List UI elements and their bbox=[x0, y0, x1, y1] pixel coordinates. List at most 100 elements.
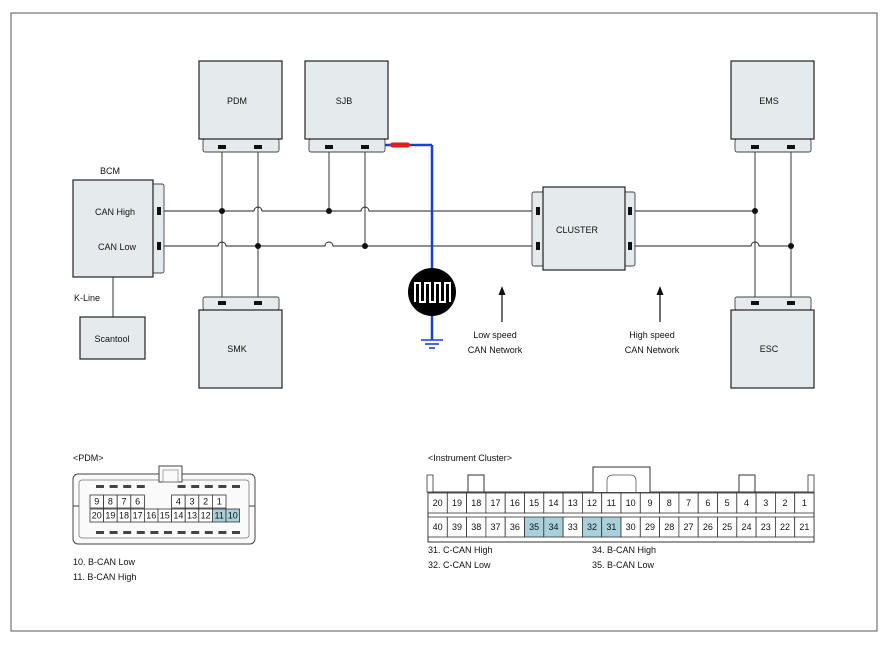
sjb-module[interactable]: SJB bbox=[304, 60, 389, 153]
pdm-pin-4: 4 bbox=[171, 494, 186, 509]
cluster-pin-26: 26 bbox=[697, 516, 718, 538]
esc-module[interactable]: ESC bbox=[730, 296, 815, 389]
cluster-pin-34: 34 bbox=[543, 516, 564, 538]
svg-text:28: 28 bbox=[664, 522, 674, 532]
svg-text:10: 10 bbox=[228, 511, 238, 521]
pdm-label: PDM bbox=[227, 96, 247, 106]
high-speed-label-1: High speed bbox=[629, 330, 675, 340]
cluster-pin-21: 21 bbox=[794, 516, 815, 538]
cluster-pin-13: 13 bbox=[562, 492, 583, 514]
sjb-label: SJB bbox=[336, 96, 353, 106]
svg-text:15: 15 bbox=[160, 511, 170, 521]
bcm-module[interactable]: BCM CAN High CAN Low bbox=[72, 166, 165, 278]
svg-text:4: 4 bbox=[176, 497, 181, 507]
pdm-connector-title: <PDM> bbox=[73, 453, 104, 463]
cluster-pin-29: 29 bbox=[639, 516, 660, 538]
ground-icon bbox=[421, 339, 443, 349]
cluster-pin-30: 30 bbox=[620, 516, 641, 538]
bcm-can-low-label: CAN Low bbox=[98, 242, 137, 252]
cluster-pin-1: 1 bbox=[794, 492, 815, 514]
cluster-pin-15: 15 bbox=[524, 492, 545, 514]
pdm-pin-9: 9 bbox=[89, 494, 105, 509]
esc-label: ESC bbox=[760, 344, 779, 354]
cluster-pin-9: 9 bbox=[639, 492, 660, 514]
cluster-pin-38: 38 bbox=[466, 516, 487, 538]
cluster-pin-33: 33 bbox=[562, 516, 583, 538]
pdm-pin-20: 20 bbox=[89, 508, 105, 523]
cluster-module[interactable]: CLUSTER bbox=[531, 186, 636, 271]
svg-text:14: 14 bbox=[173, 511, 183, 521]
svg-text:6: 6 bbox=[135, 497, 140, 507]
svg-text:33: 33 bbox=[568, 522, 578, 532]
kline-label: K-Line bbox=[74, 293, 100, 303]
cluster-pin-23: 23 bbox=[755, 516, 776, 538]
pdm-pin-18: 18 bbox=[116, 508, 132, 523]
cluster-pin-28: 28 bbox=[659, 516, 680, 538]
svg-text:13: 13 bbox=[187, 511, 197, 521]
svg-text:3: 3 bbox=[763, 498, 768, 508]
svg-text:22: 22 bbox=[780, 522, 790, 532]
cluster-pin-37: 37 bbox=[485, 516, 506, 538]
svg-text:29: 29 bbox=[645, 522, 655, 532]
can-low-line-left bbox=[160, 241, 537, 247]
svg-text:40: 40 bbox=[433, 522, 443, 532]
svg-text:23: 23 bbox=[761, 522, 771, 532]
svg-text:6: 6 bbox=[705, 498, 710, 508]
svg-text:16: 16 bbox=[146, 511, 156, 521]
svg-text:17: 17 bbox=[133, 511, 143, 521]
scantool-module[interactable]: Scantool bbox=[79, 316, 146, 360]
high-speed-label-2: CAN Network bbox=[625, 345, 680, 355]
svg-text:4: 4 bbox=[744, 498, 749, 508]
svg-text:9: 9 bbox=[94, 497, 99, 507]
cluster-pin-31: 31 bbox=[601, 516, 622, 538]
svg-text:7: 7 bbox=[686, 498, 691, 508]
svg-text:13: 13 bbox=[568, 498, 578, 508]
smk-module[interactable]: SMK bbox=[198, 296, 283, 389]
cluster-pin-35: 35 bbox=[524, 516, 545, 538]
svg-text:12: 12 bbox=[587, 498, 597, 508]
cluster-pin-7: 7 bbox=[678, 492, 699, 514]
pdm-pin-11: 11 bbox=[211, 508, 227, 523]
cluster-pin-32: 32 bbox=[582, 516, 603, 538]
svg-text:2: 2 bbox=[783, 498, 788, 508]
pdm-note-2: 11. B-CAN High bbox=[73, 572, 136, 582]
high-speed-arrow bbox=[656, 286, 664, 322]
cluster-note-34: 34. B-CAN High bbox=[592, 545, 656, 555]
pdm-pin-17: 17 bbox=[130, 508, 145, 523]
cluster-pin-18: 18 bbox=[466, 492, 487, 514]
svg-text:24: 24 bbox=[741, 522, 751, 532]
junction-dots bbox=[219, 208, 794, 249]
cluster-pin-10: 10 bbox=[620, 492, 641, 514]
svg-text:30: 30 bbox=[626, 522, 636, 532]
svg-text:1: 1 bbox=[217, 497, 222, 507]
cluster-pin-12: 12 bbox=[582, 492, 603, 514]
pdm-pin-12: 12 bbox=[198, 508, 213, 523]
low-speed-label-1: Low speed bbox=[473, 330, 517, 340]
svg-text:15: 15 bbox=[529, 498, 539, 508]
cluster-pin-25: 25 bbox=[717, 516, 738, 538]
pdm-pin-1: 1 bbox=[211, 494, 227, 509]
pdm-pin-15: 15 bbox=[157, 508, 173, 523]
svg-text:8: 8 bbox=[108, 497, 113, 507]
cluster-pin-2: 2 bbox=[775, 492, 796, 514]
ems-module[interactable]: EMS bbox=[730, 60, 815, 153]
cluster-pin-5: 5 bbox=[717, 492, 738, 514]
cluster-pin-36: 36 bbox=[504, 516, 525, 538]
svg-text:18: 18 bbox=[471, 498, 481, 508]
cluster-pin-11: 11 bbox=[601, 492, 622, 514]
ems-label: EMS bbox=[759, 96, 779, 106]
svg-text:18: 18 bbox=[119, 511, 129, 521]
svg-text:27: 27 bbox=[684, 522, 694, 532]
scantool-label: Scantool bbox=[94, 334, 129, 344]
pdm-pin-16: 16 bbox=[143, 508, 159, 523]
pdm-module[interactable]: PDM bbox=[198, 60, 283, 153]
svg-text:36: 36 bbox=[510, 522, 520, 532]
svg-text:26: 26 bbox=[703, 522, 713, 532]
pdm-pin-7: 7 bbox=[116, 494, 132, 509]
cluster-pin-4: 4 bbox=[736, 492, 757, 514]
cluster-pin-20: 20 bbox=[427, 492, 448, 514]
pdm-pin-3: 3 bbox=[184, 494, 200, 509]
pdm-pin-10: 10 bbox=[225, 508, 241, 523]
can-high-line-left bbox=[160, 206, 537, 212]
probe-red-clip bbox=[390, 142, 410, 148]
